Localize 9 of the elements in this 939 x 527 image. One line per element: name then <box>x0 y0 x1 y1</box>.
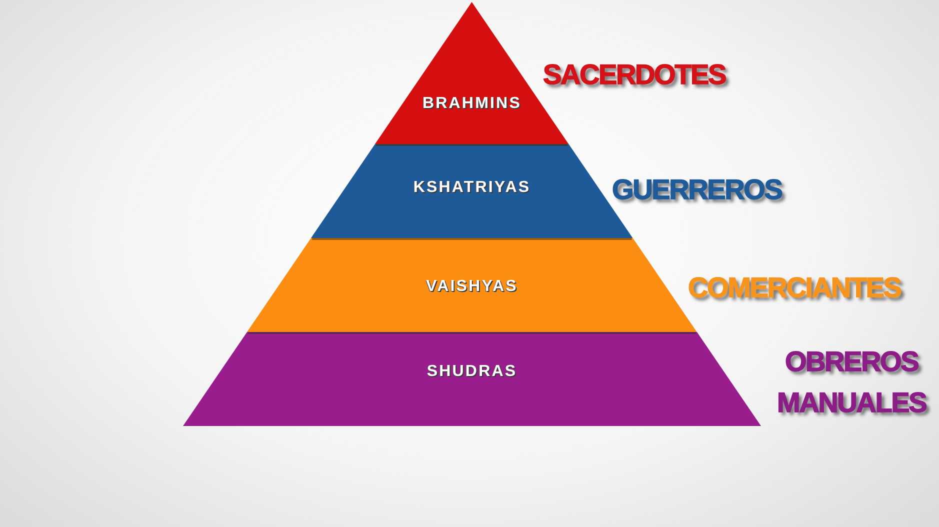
tier-description: COMERCIANTES <box>688 271 901 305</box>
tier-name: BRAHMINS <box>422 95 522 113</box>
tier-description: OBREROS MANUALES <box>777 345 926 420</box>
tier-name: KSHATRIYAS <box>413 179 531 197</box>
tier-description: SACERDOTES <box>543 58 726 92</box>
tier-name: VAISHYAS <box>426 278 518 296</box>
tier-name: SHUDRAS <box>426 363 518 381</box>
pyramid-tier <box>183 332 761 426</box>
tier-description: GUERREROS <box>612 173 782 207</box>
